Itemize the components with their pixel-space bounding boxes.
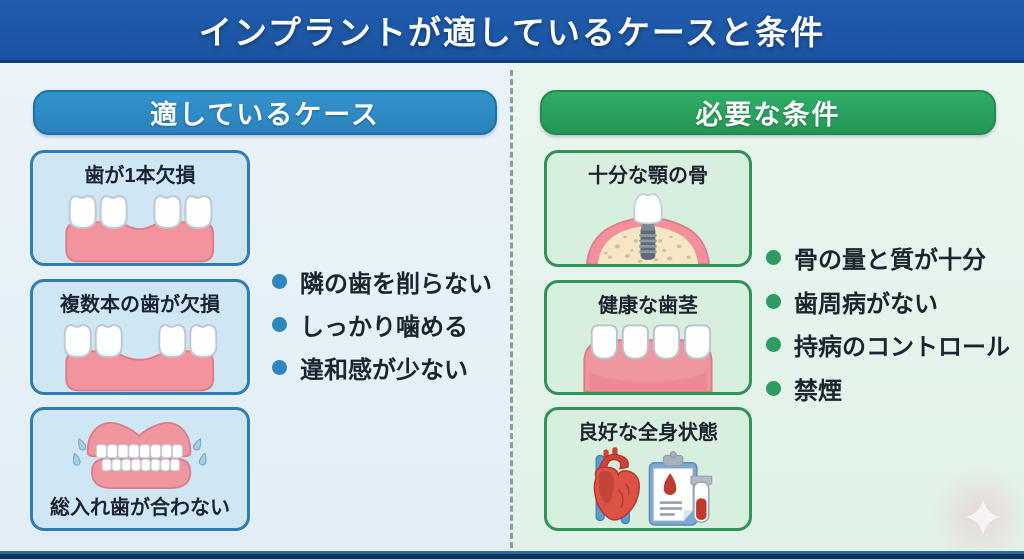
card-sufficient-jawbone: 十分な顎の骨 [544,150,752,267]
bullet-dot-icon [766,250,781,266]
card-dentures-dont-fit: 総入れ歯が合わない [30,407,250,531]
checkup-clipboard [648,451,713,526]
blood-drop [663,473,677,496]
condition-item: 禁煙 [766,367,1010,411]
right-section-header-label: 必要な条件 [695,100,841,130]
bone-speckles [604,235,691,263]
blood-test-tube [690,475,713,523]
page-title: インプラントが適しているケースと条件 [198,14,826,51]
teeth-single-gap-illustration [65,195,215,263]
heart-and-blood-test-illustration [593,447,713,526]
sweat-drops [73,438,207,466]
bullet-dot-icon [766,293,781,309]
card-multiple-teeth-missing: 複数本の歯が欠損 [30,279,250,395]
condition-list: 骨の量と質が十分 歯周病がない 持病のコントロール 禁煙 [766,236,1010,410]
left-section-header-label: 適しているケース [150,100,380,130]
bullet-dot-icon [766,337,781,353]
sparkle-icon [966,498,1000,536]
card-label: 健康な歯茎 [598,295,698,317]
benefit-item: しっかり噛める [272,303,492,346]
right-section-header: 必要な条件 [540,90,996,135]
benefit-item: 違和感が少ない [272,346,492,389]
card-label: 複数本の歯が欠損 [60,294,220,316]
bullet-dot-icon [272,274,287,289]
healthy-gums-illustration [583,324,713,392]
left-section-header: 適しているケース [33,90,497,135]
gum [65,350,215,392]
card-label: 総入れ歯が合わない [50,497,230,519]
bottom-border [0,551,1024,559]
implant-threads [639,234,657,254]
card-label: 良好な全身状態 [578,422,718,444]
card-label: 十分な顎の骨 [588,165,708,187]
teeth-multi-gap-illustration [63,324,218,392]
condition-item: 持病のコントロール [766,323,1010,367]
benefit-item: 隣の歯を削らない [272,260,492,303]
upper-teeth [96,444,184,459]
bullet-dot-icon [272,360,287,375]
teeth [68,195,213,229]
card-healthy-gums: 健康な歯茎 [544,280,752,395]
gum-shade [588,366,708,392]
teeth [590,324,712,360]
title-bar: インプラントが適しているケースと条件 [0,0,1024,63]
heart [593,447,641,525]
crown-tooth [633,193,663,225]
full-dentures-illustration [73,422,207,490]
card-label: 歯が1本欠損 [84,165,196,187]
bullet-dot-icon [272,317,287,332]
condition-item: 歯周病がない [766,280,1010,324]
bullet-dot-icon [766,380,781,396]
card-single-tooth-missing: 歯が1本欠損 [30,150,250,266]
condition-item: 骨の量と質が十分 [766,236,1010,280]
dashed-divider [510,70,513,548]
card-good-general-health: 良好な全身状態 [544,407,752,531]
teeth [63,324,218,358]
benefit-list: 隣の歯を削らない しっかり噛める 違和感が少ない [272,260,492,389]
implant-in-jawbone-illustration [586,193,710,264]
lower-teeth [101,458,181,472]
